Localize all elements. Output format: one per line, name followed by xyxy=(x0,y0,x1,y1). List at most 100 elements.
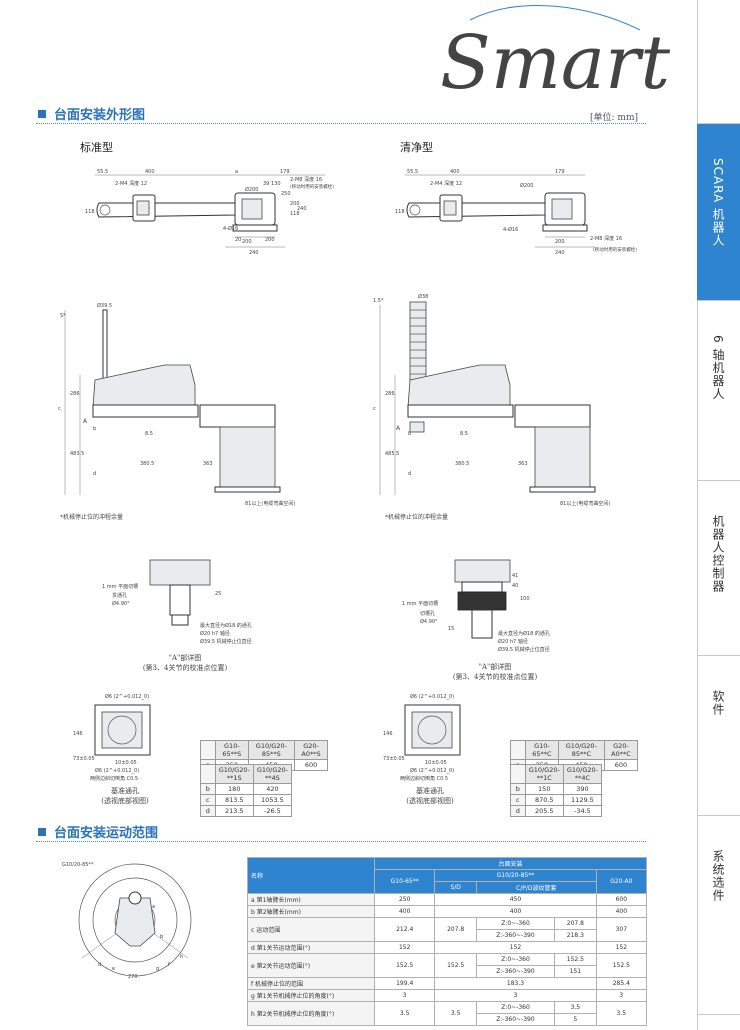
dim-text: 2-M4 深度 12 xyxy=(430,180,462,187)
table-cell: 183.3 xyxy=(434,977,597,990)
caption-line: "A"部详图 xyxy=(168,654,202,662)
dim-text: 8.5 xyxy=(145,431,153,437)
standard-base-caption: 基准通孔 (透视底部视图) xyxy=(80,786,170,806)
table-cell: G10/G20-**4C xyxy=(562,764,603,784)
dim-text: 1 mm 平面切槽 xyxy=(102,583,138,590)
dim-text: Ø20 h7 轴径 xyxy=(498,638,528,645)
section-divider xyxy=(36,123,646,124)
standard-side-view-drawing: Ø39.5 S* 286 c 483.5 380.5 363 8.5 A b d… xyxy=(58,302,295,507)
table-cell: G10/G20-**1C xyxy=(524,764,564,784)
table-header-cell: S/D xyxy=(434,881,477,894)
table-cell: 151 xyxy=(554,965,597,978)
table-row: Z:-360~-390 5 xyxy=(248,1013,647,1026)
table-cell: G20-A0**C xyxy=(603,740,639,760)
table-cell: 180 xyxy=(214,783,254,795)
table-cell: 207.8 xyxy=(434,917,477,942)
table-cell: 600 xyxy=(603,759,639,771)
dim-text: 39 xyxy=(263,181,269,187)
table-cell: G10/G20-**1S xyxy=(214,764,254,784)
table-row: c 运动范围 212.4 207.8 Z:0~-360 207.8 307 xyxy=(247,917,648,942)
dim-text: 2-M4 深度 12 xyxy=(115,180,147,187)
section-title-text: 台面安装外形图 xyxy=(54,108,146,123)
table-cell: b xyxy=(200,783,216,795)
table-cell: G10-65**C xyxy=(525,740,559,760)
dim-text: d xyxy=(93,471,96,477)
caption-line: 基准通孔 xyxy=(111,787,139,795)
standard-table-bcd: G10/G20-**1S G10/G20-**4S b 180 420 c 81… xyxy=(200,764,293,817)
dim-text: G10/20-85** xyxy=(62,862,94,868)
table-cell: 3.5 xyxy=(595,1001,648,1026)
table-cell: d xyxy=(200,805,216,817)
dim-text: 最大直径为Ø18 的通孔 xyxy=(200,622,252,629)
table-cell: c 运动范围 xyxy=(247,917,375,942)
unit-label: [单位: mm] xyxy=(590,113,638,123)
dim-text: 贯通孔 xyxy=(112,592,127,599)
table-row: g 第1关节机械停止位的角度(°) 3 3 3 xyxy=(247,989,648,1002)
table-cell: 390 xyxy=(562,783,603,795)
dim-text: c xyxy=(58,406,61,412)
logo-text: Smart xyxy=(440,20,670,106)
standard-top-view-drawing: 55.5 400 179 a 2-M4 深度 12 2-M8 深度 16 (移动… xyxy=(85,169,334,256)
table-cell: G10-65**S xyxy=(215,740,249,760)
dim-text: 20 xyxy=(235,237,241,243)
dim-text: Ø4.90° xyxy=(420,618,438,625)
table-cell: 205.5 xyxy=(524,805,564,817)
table-header-cell: 名称 xyxy=(247,857,375,894)
table-row: a 第1轴臂长(mm) 250 450 600 xyxy=(247,893,648,906)
dim-text: 485.5 xyxy=(385,451,399,457)
clean-base-view-drawing: Ø6 (2^+0.012_0) 146 73±0.05 10±0.05 Ø6 (… xyxy=(383,693,461,782)
dim-text: 55.5 xyxy=(97,169,108,175)
dim-text: b xyxy=(408,431,411,437)
dim-text: Ø200 xyxy=(245,186,258,193)
dim-text: A xyxy=(83,418,88,425)
dim-text: b xyxy=(160,934,163,940)
dim-text: 400 xyxy=(145,169,155,175)
table-row: G10-65** G10/20-85** G20-A0 xyxy=(248,869,648,894)
motion-range-drawing: G10/20-85** a b d e f g h 270 xyxy=(62,862,192,980)
table-cell: 1053.5 xyxy=(252,794,293,806)
dim-text: 1.5* xyxy=(373,298,384,304)
table-header-cell: G20-A0 xyxy=(595,869,648,894)
table-cell: b xyxy=(510,783,526,795)
table-row: e 第2关节运动范围(°) 152.5 152.5 Z:0~-360 152.5… xyxy=(247,953,648,978)
table-cell: 207.8 xyxy=(554,917,597,930)
table-cell: G10/G20-85**C xyxy=(557,740,605,760)
standard-detail-a-caption: "A"部详图 (第3、4关节的校准点位置) xyxy=(130,653,240,673)
sidebar-tab-software[interactable]: 软件 xyxy=(697,655,740,815)
dim-text: Ø39.5 机械停止位直径 xyxy=(498,646,550,653)
dim-text: Ø38 xyxy=(418,293,428,300)
dim-text: Ø20 h7 轴径 xyxy=(200,630,230,637)
dim-text: Ø6 (2^+0.012_0) xyxy=(105,693,149,700)
table-cell: 3 xyxy=(595,989,648,1002)
dim-text: 55.5 xyxy=(407,169,418,175)
dim-text: 400 xyxy=(450,169,460,175)
sidebar-tab-label: 软件 xyxy=(711,690,725,716)
table-cell: 600 xyxy=(294,759,328,771)
section-title-outline: 台面安装外形图 xyxy=(38,104,145,123)
sidebar-tab-options[interactable]: 系统选件 xyxy=(697,815,740,1015)
sidebar-tab-6axis[interactable]: 6 轴机器人 xyxy=(697,300,740,480)
sidebar-tab-scara[interactable]: SCARA 机器人 xyxy=(697,123,740,300)
section-divider xyxy=(36,841,646,842)
dim-text: 25 xyxy=(215,591,221,597)
sidebar-tab-label: SCARA 机器人 xyxy=(711,158,725,248)
caption-line: "A"部详图 xyxy=(478,663,512,671)
table-row: d 205.5 -34.5 xyxy=(510,805,603,817)
sidebar-tab-controller[interactable]: 机器人控制器 xyxy=(697,480,740,655)
table-cell: Z:-360~-390 xyxy=(475,1013,556,1026)
table-cell: d 第1关节运动范围(°) xyxy=(247,941,375,954)
caption-line: (第3、4关节的校准点位置) xyxy=(142,664,228,672)
table-cell: h 第2关节机械停止位的角度(°) xyxy=(247,1001,375,1026)
motion-range-table: 名称 台面安装 G10-65** G10/20-85** G20-A0 S/D … xyxy=(247,857,648,1026)
dim-text: 240 xyxy=(297,206,307,212)
table-cell: G20-A0**S xyxy=(294,740,328,760)
standard-base-view-drawing: Ø6 (2^+0.012_0) 146 73±0.05 10±0.05 Ø6 (… xyxy=(73,693,151,782)
dim-text: 200 xyxy=(265,237,275,243)
table-cell: 400 xyxy=(434,905,597,918)
clean-side-view-drawing: Ø38 1.5* 286 c 485.5 380.5 363 8.5 A b d… xyxy=(373,293,610,507)
dim-text: Ø6 (2^+0.012_0) xyxy=(410,767,454,774)
dim-text: a xyxy=(235,169,238,175)
table-header-cell: G10/20-85** xyxy=(434,869,597,882)
table-row: c 813.5 1053.5 xyxy=(200,794,293,806)
table-row: S/D C/P/D波纹管套 xyxy=(248,881,647,894)
